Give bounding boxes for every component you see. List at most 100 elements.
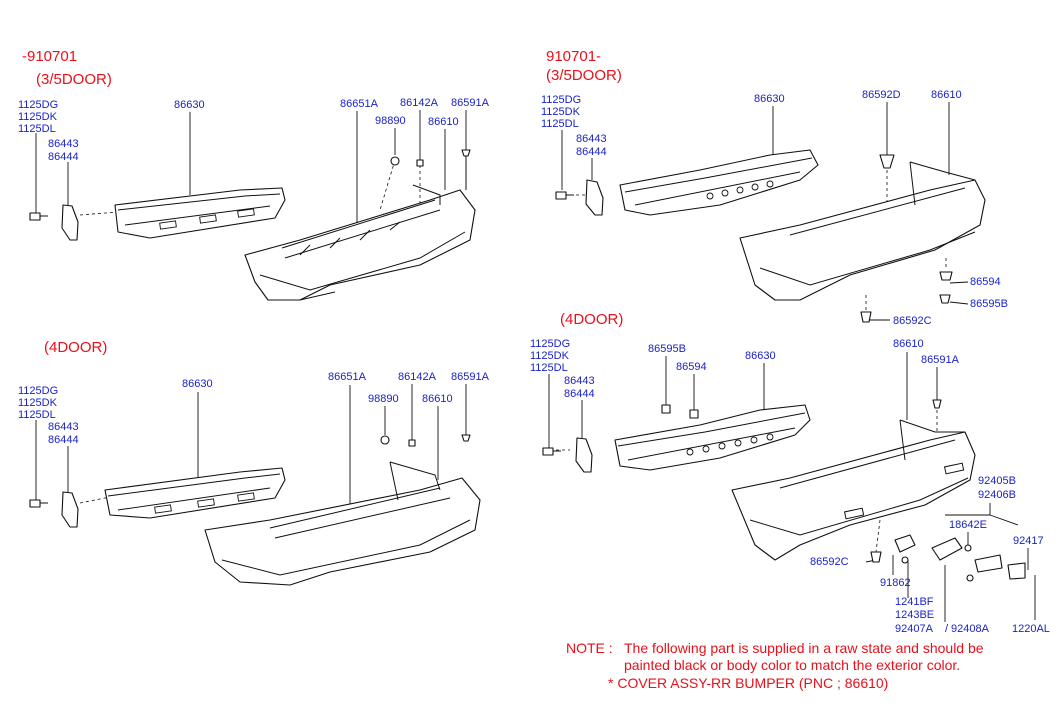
part-label: 1125DK <box>18 397 58 409</box>
clip-icon <box>939 294 951 304</box>
part-label: 18642E <box>949 519 987 531</box>
clip-icon <box>860 311 872 323</box>
bracket-part <box>61 204 79 241</box>
clip-icon <box>461 149 471 157</box>
clip-icon <box>461 434 471 442</box>
part-label: 86444 <box>48 434 79 446</box>
clip-icon <box>661 404 671 414</box>
bolt-icon <box>29 212 48 221</box>
section-date-range: 910701- <box>546 48 601 65</box>
part-label: 86630 <box>174 99 205 111</box>
part-label: 86594 <box>676 361 707 373</box>
section-top-right: 910701- (3/5DOOR) 1125DG 1125DK 1125DL 8… <box>541 48 1008 327</box>
part-label: 1125DK <box>541 106 581 118</box>
part-label: 86651A <box>340 98 379 110</box>
part-label: 98890 <box>368 393 399 405</box>
clip-icon <box>390 156 400 166</box>
part-label: 86591A <box>451 97 490 109</box>
part-label: 1125DG <box>541 94 581 106</box>
part-label: 1125DG <box>18 385 58 397</box>
section-top-left: -910701 (3/5DOOR) 1125DG 1125DK 1125DL 8… <box>18 48 490 301</box>
part-label: 86630 <box>745 350 776 362</box>
part-label: 86444 <box>564 388 595 400</box>
section-door-type: (4DOOR) <box>44 339 107 356</box>
part-label: 1125DG <box>18 99 58 111</box>
part-label: 86142A <box>400 97 439 109</box>
reinforcement-beam <box>619 149 819 216</box>
part-label: 86610 <box>931 89 962 101</box>
part-label: 86610 <box>428 116 459 128</box>
note-block: NOTE : The following part is supplied in… <box>566 640 984 691</box>
part-label: 1125DL <box>18 123 56 135</box>
part-label: 86595B <box>648 343 686 355</box>
part-label: 86443 <box>564 375 595 387</box>
part-label: 86591A <box>921 354 960 366</box>
part-label: 86142A <box>398 371 437 383</box>
section-date-range: -910701 <box>22 48 77 65</box>
part-label: 1241BF <box>895 596 934 608</box>
bracket-part <box>585 179 604 216</box>
part-label: 1125DK <box>530 350 570 362</box>
part-label: 1125DL <box>18 409 56 421</box>
part-label: 1125DK <box>18 111 58 123</box>
reinforcement-beam <box>614 404 811 471</box>
part-label: 91862 <box>880 577 911 589</box>
bolt-icon <box>555 191 574 200</box>
reinforcement-beam <box>114 187 286 239</box>
part-label-separator: / <box>945 623 949 635</box>
part-label: 1125DG <box>530 338 570 350</box>
part-label: 92407A <box>895 623 934 635</box>
bumper-cover <box>204 461 481 586</box>
bumper-cover <box>731 419 976 561</box>
clip-icon <box>408 439 416 447</box>
part-label: 86592C <box>893 315 932 327</box>
part-label: 86610 <box>422 393 453 405</box>
clip-icon <box>939 271 953 281</box>
part-label: 86444 <box>576 146 607 158</box>
part-label: 92417 <box>1013 535 1044 547</box>
part-label: 92405B <box>978 475 1016 487</box>
reinforcement-beam <box>104 467 286 519</box>
part-label: 86443 <box>576 133 607 145</box>
part-label: 86595B <box>970 298 1008 310</box>
bolt-icon <box>29 499 48 508</box>
section-door-type: (3/5DOOR) <box>36 71 112 88</box>
clip-icon <box>416 159 424 167</box>
note-line-3: * COVER ASSY-RR BUMPER (PNC ; 86610) <box>608 675 888 691</box>
section-door-type: (4DOOR) <box>560 311 623 328</box>
note-line-2: painted black or body color to match the… <box>624 657 960 673</box>
clip-icon <box>380 435 390 445</box>
bumper-cover <box>739 161 986 301</box>
bracket-part <box>575 437 593 473</box>
part-label: 86594 <box>970 276 1001 288</box>
bracket-part <box>61 491 79 528</box>
clip-icon <box>932 399 942 409</box>
part-label: 86630 <box>754 93 785 105</box>
license-lamp-part <box>894 534 1026 582</box>
part-label: 92408A <box>951 623 990 635</box>
note-prefix: NOTE : <box>566 640 613 656</box>
bumper-cover <box>244 184 476 301</box>
part-label: 1243BE <box>895 609 934 621</box>
part-label: 98890 <box>375 115 406 127</box>
part-label: 86444 <box>48 151 79 163</box>
part-label: 92406B <box>978 489 1016 501</box>
part-label: 86610 <box>893 338 924 350</box>
part-label: 86443 <box>48 421 79 433</box>
part-label: 86651A <box>328 371 367 383</box>
part-label: 1125DL <box>541 118 579 130</box>
part-label: 86630 <box>182 378 213 390</box>
bolt-icon <box>542 447 561 456</box>
clip-icon <box>689 409 699 419</box>
part-label: 86443 <box>48 138 79 150</box>
clip-icon <box>879 154 895 169</box>
clip-icon <box>870 551 882 563</box>
section-bottom-right: (4DOOR) 1125DG 1125DK 1125DL 86443 86444… <box>530 311 1050 635</box>
part-label: 86591A <box>451 371 490 383</box>
section-door-type: (3/5DOOR) <box>546 67 622 84</box>
part-label: 86592D <box>862 89 901 101</box>
part-label: 1220AL <box>1012 623 1050 635</box>
part-label: 1125DL <box>530 362 568 374</box>
section-bottom-left: (4DOOR) 1125DG 1125DK 1125DL 86443 86444… <box>18 339 490 586</box>
